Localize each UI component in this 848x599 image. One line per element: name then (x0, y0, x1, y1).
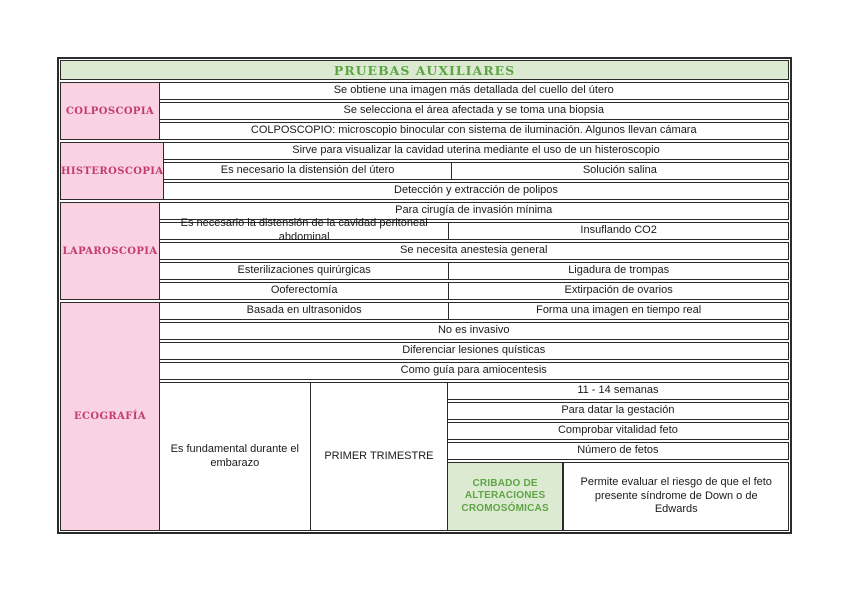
table-row: Diferenciar lesiones quísticas (158, 342, 789, 360)
cell-laparoscopia-2b: Insuflando CO2 (448, 222, 789, 240)
table-row: Detección y extracción de polipos (162, 182, 789, 200)
ecografia-pregnancy-block: Es fundamental durante el embarazo PRIME… (158, 382, 789, 531)
cell-colposcopia-2: Se selecciona el área afectada y se toma… (158, 102, 789, 120)
cell-histeroscopia-3: Detección y extracción de polipos (162, 182, 789, 200)
cell-datar-gestacion: Para datar la gestación (446, 402, 789, 420)
cell-ecografia-1b: Forma una imagen en tiempo real (448, 302, 789, 320)
cell-laparoscopia-5a: Ooferectomía (158, 282, 450, 300)
auxiliary-tests-table: PRUEBAS AUXILIARES COLPOSCOPIA Se obtien… (57, 57, 792, 534)
cell-ecografia-4: Como guía para amiocentesis (158, 362, 789, 380)
section-laparoscopia: LAPAROSCOPIA Para cirugía de invasión mí… (60, 202, 789, 300)
table-row: Como guía para amiocentesis (158, 362, 789, 380)
cell-primer-trimestre: PRIMER TRIMESTRE (309, 382, 449, 531)
table-row: Basada en ultrasonidos Forma una imagen … (158, 302, 789, 320)
section-histeroscopia: HISTEROSCOPIA Sirve para visualizar la c… (60, 142, 789, 200)
cell-embarazo: Es fundamental durante el embarazo (158, 382, 312, 531)
table-row: Es necesario la distensión del útero Sol… (162, 162, 789, 180)
section-colposcopia: COLPOSCOPIA Se obtiene una imagen más de… (60, 82, 789, 140)
section-content-histeroscopia: Sirve para visualizar la cavidad uterina… (162, 142, 789, 200)
cell-laparoscopia-4b: Ligadura de trompas (448, 262, 789, 280)
section-label-colposcopia: COLPOSCOPIA (60, 82, 160, 140)
cell-laparoscopia-1: Para cirugía de invasión mínima (158, 202, 789, 220)
cell-histeroscopia-2a: Es necesario la distensión del útero (162, 162, 453, 180)
table-row: Se necesita anestesia general (158, 242, 789, 260)
cell-laparoscopia-3: Se necesita anestesia general (158, 242, 789, 260)
section-label-ecografia: ECOGRAFÍA (60, 302, 160, 531)
cell-ecografia-1a: Basada en ultrasonidos (158, 302, 450, 320)
table-title: PRUEBAS AUXILIARES (60, 60, 789, 80)
cell-cribado-cromosomicas: CRIBADO DE ALTERACIONES CROMOSÓMICAS (446, 462, 564, 531)
section-content-laparoscopia: Para cirugía de invasión mínima Es neces… (158, 202, 789, 300)
cell-colposcopia-1: Se obtiene una imagen más detallada del … (158, 82, 789, 100)
cell-semanas: 11 - 14 semanas (446, 382, 789, 400)
cribado-row: CRIBADO DE ALTERACIONES CROMOSÓMICAS Per… (446, 462, 789, 531)
table-row: Se obtiene una imagen más detallada del … (158, 82, 789, 100)
table-row: Es necesario la distensión de la cavidad… (158, 217, 789, 243)
cell-laparoscopia-5b: Extirpación de ovarios (448, 282, 789, 300)
cell-numero-fetos: Número de fetos (446, 442, 789, 460)
table-row: Se selecciona el área afectada y se toma… (158, 102, 789, 120)
table-row: No es invasivo (158, 322, 789, 340)
cell-ecografia-2: No es invasivo (158, 322, 789, 340)
primer-trimestre-details: 11 - 14 semanas Para datar la gestación … (446, 382, 789, 531)
cell-histeroscopia-2b: Solución salina (450, 162, 789, 180)
cell-vitalidad-feto: Comprobar vitalidad feto (446, 422, 789, 440)
table-row: COLPOSCOPIO: microscopio binocular con s… (158, 122, 789, 140)
section-label-histeroscopia: HISTEROSCOPIA (60, 142, 165, 200)
section-content-ecografia: Basada en ultrasonidos Forma una imagen … (158, 302, 789, 531)
table-row: Esterilizaciones quirúrgicas Ligadura de… (158, 262, 789, 280)
section-content-colposcopia: Se obtiene una imagen más detallada del … (158, 82, 789, 140)
cell-laparoscopia-4a: Esterilizaciones quirúrgicas (158, 262, 450, 280)
cell-ecografia-3: Diferenciar lesiones quísticas (158, 342, 789, 360)
cell-laparoscopia-2a: Es necesario la distensión de la cavidad… (158, 217, 450, 243)
cell-colposcopia-3: COLPOSCOPIO: microscopio binocular con s… (158, 122, 789, 140)
table-row: Ooferectomía Extirpación de ovarios (158, 282, 789, 300)
section-label-laparoscopia: LAPAROSCOPIA (60, 202, 160, 300)
cell-histeroscopia-1: Sirve para visualizar la cavidad uterina… (162, 142, 789, 160)
section-ecografia: ECOGRAFÍA Basada en ultrasonidos Forma u… (60, 302, 789, 531)
table-row: Sirve para visualizar la cavidad uterina… (162, 142, 789, 160)
table-row: Para cirugía de invasión mínima (158, 202, 789, 220)
table-body: PRUEBAS AUXILIARES COLPOSCOPIA Se obtien… (60, 60, 789, 531)
cell-riesgo-down-edwards: Permite evaluar el riesgo de que el feto… (563, 462, 789, 531)
